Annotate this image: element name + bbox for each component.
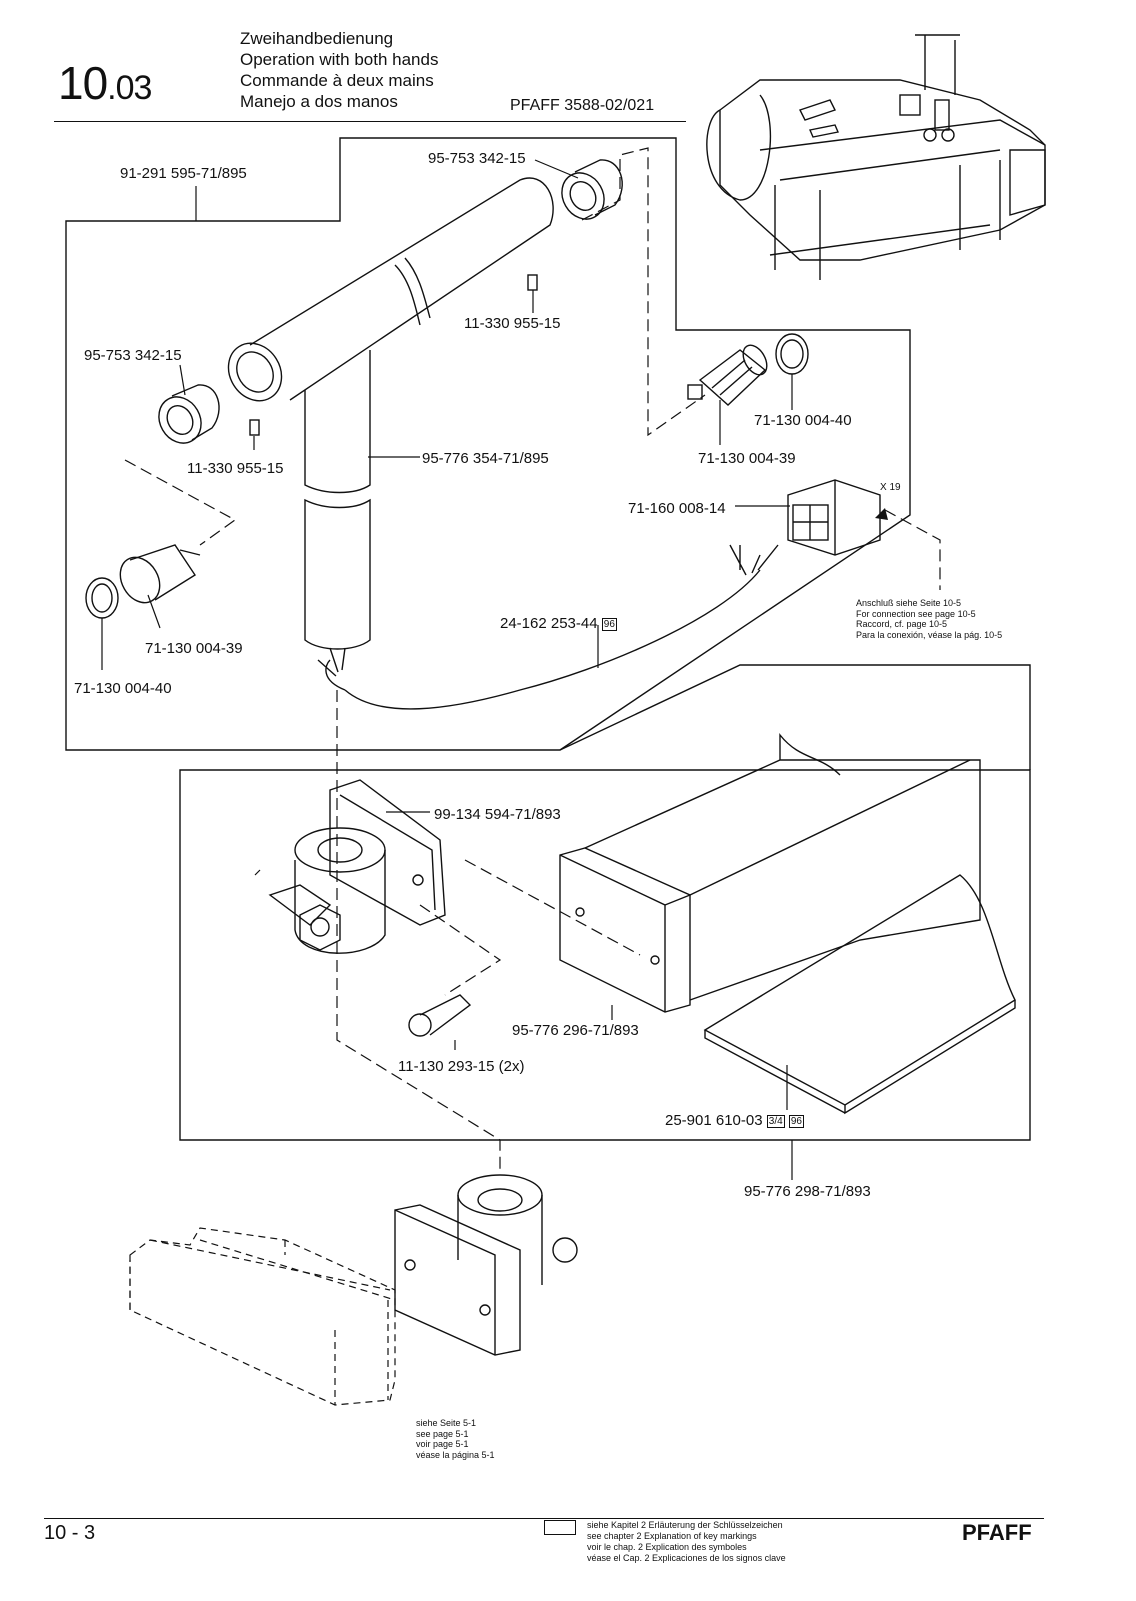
cable — [344, 569, 761, 710]
page-titles: Zweihandbedienung Operation with both ha… — [240, 28, 438, 112]
arrow-icon — [875, 508, 888, 520]
page-number: 10 - 3 — [44, 1522, 96, 1544]
key-explanation-note: siehe Kapitel 2 Erläuterung der Schlüsse… — [587, 1520, 786, 1563]
key-marking-box-icon — [544, 1520, 576, 1535]
footer-rule — [44, 1518, 1044, 1519]
label-assembly: 95-776 298-71/893 — [744, 1183, 871, 1200]
clamp-reference — [394, 1174, 578, 1356]
pad — [703, 874, 1016, 1106]
label-frame-top: 91-291 595-71/895 — [120, 165, 247, 182]
set-screw-left — [249, 419, 260, 436]
label-tube: 95-776 354-71/895 — [422, 450, 549, 467]
label-connector: 71-160 008-14 — [628, 500, 726, 517]
model-number: PFAFF 3588-02/021 — [510, 97, 655, 114]
title-french: Commande à deux mains — [240, 71, 434, 90]
push-button-left — [119, 544, 201, 604]
handle-tube — [227, 177, 554, 650]
title-german: Zweihandbedienung — [240, 29, 394, 48]
label-screw-left: 11-330 955-15 — [187, 460, 284, 477]
machine-overview-illustration — [706, 34, 1046, 280]
section-sub-number: .03 — [107, 69, 152, 107]
mount-plate — [559, 733, 981, 1013]
label-button-left: 71-130 004-39 — [145, 640, 243, 657]
set-screw-top — [527, 274, 538, 291]
label-ring-right: 71-130 004-40 — [754, 412, 852, 429]
bolt — [408, 994, 472, 1037]
label-screw-top: 11-330 955-15 — [464, 315, 561, 332]
label-bolt: 11-130 293-15 (2x) — [398, 1058, 525, 1075]
see-page-note: siehe Seite 5-1 see page 5-1 voir page 5… — [416, 1418, 495, 1460]
key-marking-96: 96 — [788, 1114, 804, 1128]
key-marking-96: 96 — [601, 617, 617, 631]
label-button-right: 71-130 004-39 — [698, 450, 796, 467]
profile-reference — [129, 1227, 396, 1406]
label-ring-left: 71-130 004-40 — [74, 680, 172, 697]
connection-note: Anschluß siehe Seite 10-5 For connection… — [856, 598, 1003, 640]
section-number: 10.03 — [58, 57, 152, 109]
assembly-frame — [179, 769, 1031, 1141]
push-button-right — [687, 344, 768, 406]
label-plate: 95-776 296-71/893 — [512, 1022, 639, 1039]
title-english: Operation with both hands — [240, 50, 439, 69]
label-sleeve-top: 95-753 342-15 — [428, 150, 526, 167]
bracket — [268, 779, 446, 954]
label-cable: 24-162 253-44 96 — [500, 615, 617, 632]
brand-logo: PFAFF — [962, 1520, 1032, 1545]
label-sleeve-left: 95-753 342-15 — [84, 347, 182, 364]
label-connector-mark: X 19 — [880, 482, 901, 493]
sleeve-left — [158, 384, 220, 444]
title-spanish: Manejo a dos manos — [240, 92, 398, 111]
key-marking-3-4: 3/4 — [766, 1114, 785, 1128]
connector-plug — [787, 479, 881, 556]
label-pad: 25-901 610-03 3/4 96 — [665, 1112, 804, 1129]
label-bracket: 99-134 594-71/893 — [434, 806, 561, 823]
handle-assembly-frame — [65, 137, 911, 751]
header-rule — [54, 121, 686, 122]
